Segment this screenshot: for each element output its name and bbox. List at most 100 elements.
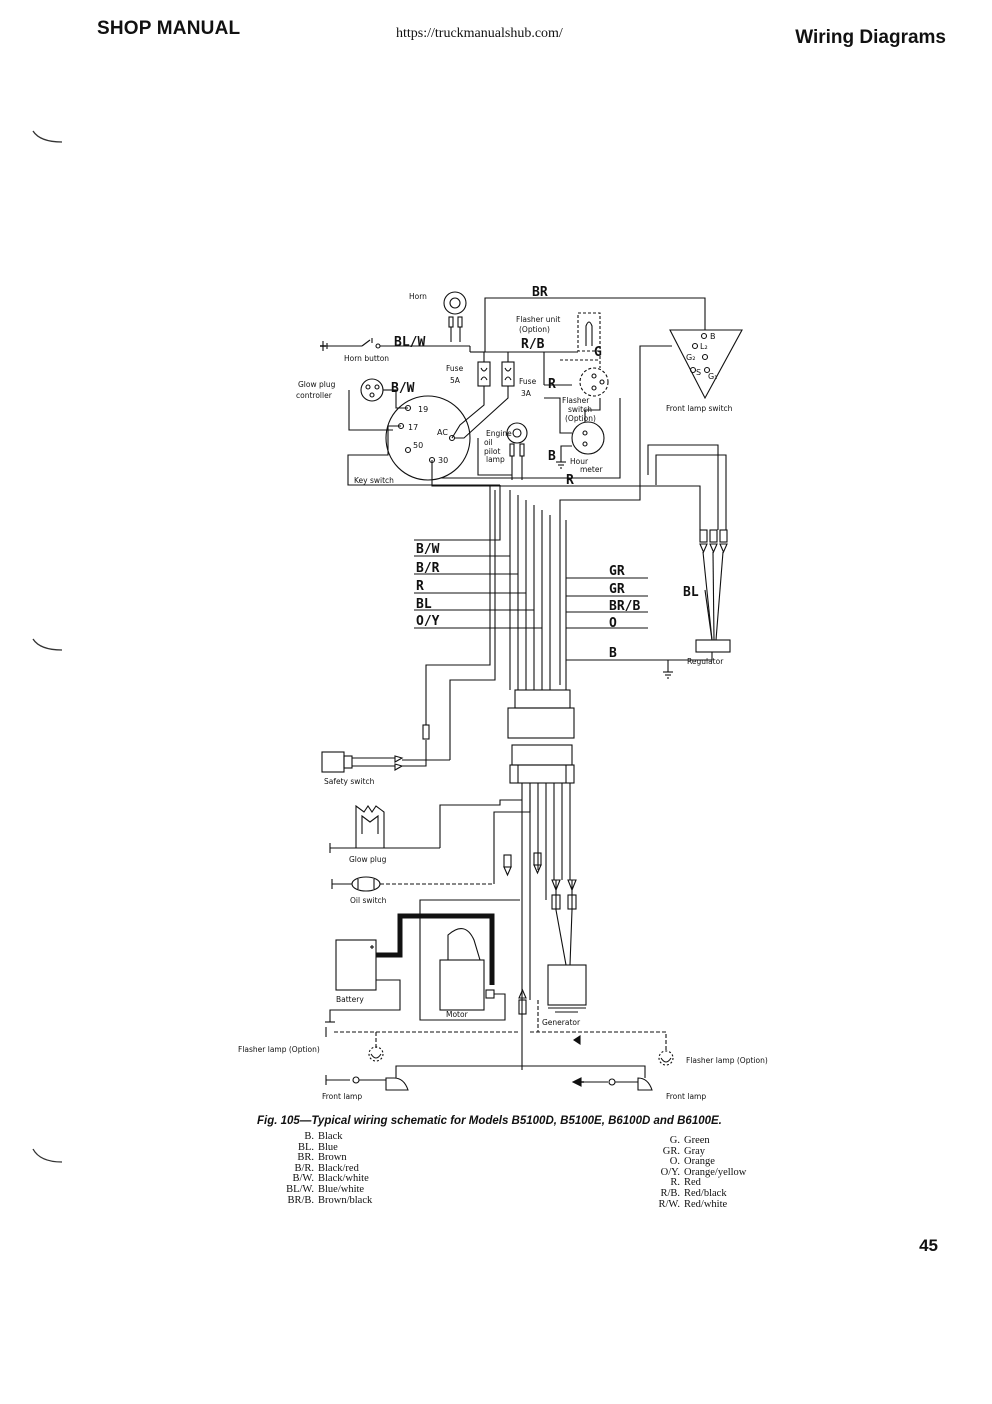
label-fuse-5a-1: Fuse xyxy=(446,364,464,373)
glow-plug-symbol xyxy=(329,799,522,853)
label-flasher-switch-1: Flasher xyxy=(562,396,590,405)
engine-oil-pilot-lamp-symbol xyxy=(506,422,528,480)
key-terminal-ac: AC xyxy=(437,428,448,437)
wire-label-g: G xyxy=(594,345,602,360)
legend-row: BR/B.Brown/black xyxy=(287,1194,373,1206)
legend-row: R/B.Red/black xyxy=(660,1187,727,1199)
lamp-terminal-b: B xyxy=(710,332,716,341)
color-legend-left: B.Black BL.Blue BR.Brown B/R.Black/red B… xyxy=(268,1131,373,1206)
label-regulator: Regulator xyxy=(687,657,724,666)
key-terminal-19: 19 xyxy=(418,405,428,414)
label-oil-switch: Oil switch xyxy=(350,896,387,905)
harness-label-left-3: BL xyxy=(416,597,432,612)
header-url[interactable]: https://truckmanualshub.com/ xyxy=(396,26,563,41)
label-glow-plug-controller-1: Glow plug xyxy=(298,380,336,389)
lamp-terminal-g2: G₂ xyxy=(686,353,695,362)
wire-label-r-fuse: R xyxy=(548,377,556,392)
wire-label-b-hour: B xyxy=(548,449,556,464)
label-key-switch: Key switch xyxy=(354,476,394,485)
safety-switch-symbol xyxy=(321,724,450,773)
label-generator: Generator xyxy=(542,1018,581,1027)
flasher-lamp-right-symbol xyxy=(658,1050,674,1066)
label-battery: Battery xyxy=(336,995,364,1004)
front-lamp-switch-symbol xyxy=(669,329,743,400)
header-section-title: Wiring Diagrams xyxy=(795,27,946,48)
lamp-terminal-l2: L₂ xyxy=(700,342,708,351)
label-flasher-switch-2: switch xyxy=(568,405,592,414)
harness-label-right-4: B xyxy=(609,646,617,661)
label-front-lamp-switch: Front lamp switch xyxy=(666,404,733,413)
flasher-lamp-left-symbol xyxy=(368,1046,384,1062)
wire-label-bl-reg: BL xyxy=(683,585,699,600)
wire-label-r-key: R xyxy=(566,473,574,488)
label-front-lamp-right: Front lamp xyxy=(666,1092,706,1101)
harness-label-right-2: BR/B xyxy=(609,599,640,614)
label-horn-button: Horn button xyxy=(344,354,389,363)
label-fuse-5a-2: 5A xyxy=(450,376,461,385)
harness-label-left-1: B/R xyxy=(416,561,440,576)
label-flasher-lamp-left: Flasher lamp (Option) xyxy=(238,1045,320,1054)
harness-label-left-2: R xyxy=(416,579,424,594)
label-oil-lamp-4: lamp xyxy=(486,455,505,464)
label-horn: Horn xyxy=(409,292,427,301)
flasher-unit-symbol xyxy=(520,312,601,353)
front-lamp-left-symbol xyxy=(325,1065,522,1091)
legend-row: G.Green xyxy=(669,1135,710,1146)
harness-label-left-0: B/W xyxy=(416,542,440,557)
legend-row: BR.Brown xyxy=(297,1152,347,1164)
generator-symbol xyxy=(547,879,587,1013)
label-fuse-3a-1: Fuse xyxy=(519,377,537,386)
legend-row: O/Y.Orange/yellow xyxy=(660,1166,747,1178)
label-motor: Motor xyxy=(446,1010,469,1019)
fuse-3a-symbol xyxy=(501,352,515,392)
wire-label-bw: B/W xyxy=(391,381,415,396)
lamp-terminal-g1: G₁ xyxy=(708,372,717,381)
legend-row: O.Orange xyxy=(669,1156,715,1168)
figure-caption: Fig. 105—Typical wiring schematic for Mo… xyxy=(257,1115,722,1127)
key-terminal-17: 17 xyxy=(408,423,418,432)
label-front-lamp-left: Front lamp xyxy=(322,1092,362,1101)
oil-switch-symbol xyxy=(331,790,531,892)
label-glow-plug-controller-2: controller xyxy=(296,391,333,400)
legend-row: B/R.Black/red xyxy=(294,1162,359,1174)
harness-label-left-4: O/Y xyxy=(416,614,440,629)
battery-symbol xyxy=(325,939,401,1023)
regulator-symbol xyxy=(663,639,731,679)
key-terminal-30: 30 xyxy=(438,456,448,465)
wire-label-br-top: BR xyxy=(532,285,548,300)
regulator-connectors xyxy=(699,529,728,641)
harness-label-right-0: GR xyxy=(609,564,625,579)
label-hour-meter-1: Hour xyxy=(570,457,589,466)
label-flasher-lamp-right: Flasher lamp (Option) xyxy=(686,1056,768,1065)
label-hour-meter-2: meter xyxy=(580,465,603,474)
harness-label-right-3: O xyxy=(609,616,617,631)
legend-row: B.Black xyxy=(304,1131,343,1142)
label-glow-plug: Glow plug xyxy=(349,855,387,864)
legend-row: BL.Blue xyxy=(297,1141,338,1153)
wire-label-rb: R/B xyxy=(521,337,545,352)
legend-row: B/W.Black/white xyxy=(292,1173,369,1185)
label-safety-switch: Safety switch xyxy=(324,777,375,786)
lamp-terminal-s: S xyxy=(696,368,701,377)
label-flasher-unit-1: Flasher unit xyxy=(516,315,560,324)
label-flasher-unit-2: (Option) xyxy=(519,325,550,334)
hour-meter-symbol xyxy=(544,397,605,469)
legend-row: GR.Gray xyxy=(662,1145,705,1157)
main-harness xyxy=(414,485,668,1070)
label-oil-lamp-2: oil xyxy=(484,438,493,447)
header-manual-title: SHOP MANUAL xyxy=(97,18,241,39)
legend-row: R.Red xyxy=(670,1177,701,1189)
margin-mark-1 xyxy=(32,130,63,143)
label-flasher-switch-3: (Option) xyxy=(565,414,596,423)
motor-symbol xyxy=(419,899,520,1021)
front-lamp-right-symbol xyxy=(522,1065,653,1091)
key-terminal-50: 50 xyxy=(413,441,423,450)
fuse-5a-symbol xyxy=(477,352,491,396)
label-oil-lamp-3: pilot xyxy=(484,447,501,456)
margin-mark-3 xyxy=(32,1148,63,1163)
label-oil-lamp-1: Engine xyxy=(486,429,512,438)
horn-button-symbol xyxy=(322,338,471,352)
glow-plug-controller-symbol xyxy=(348,378,396,431)
color-legend-right: G.Green GR.Gray O.Orange O/Y.Orange/yell… xyxy=(630,1135,747,1210)
